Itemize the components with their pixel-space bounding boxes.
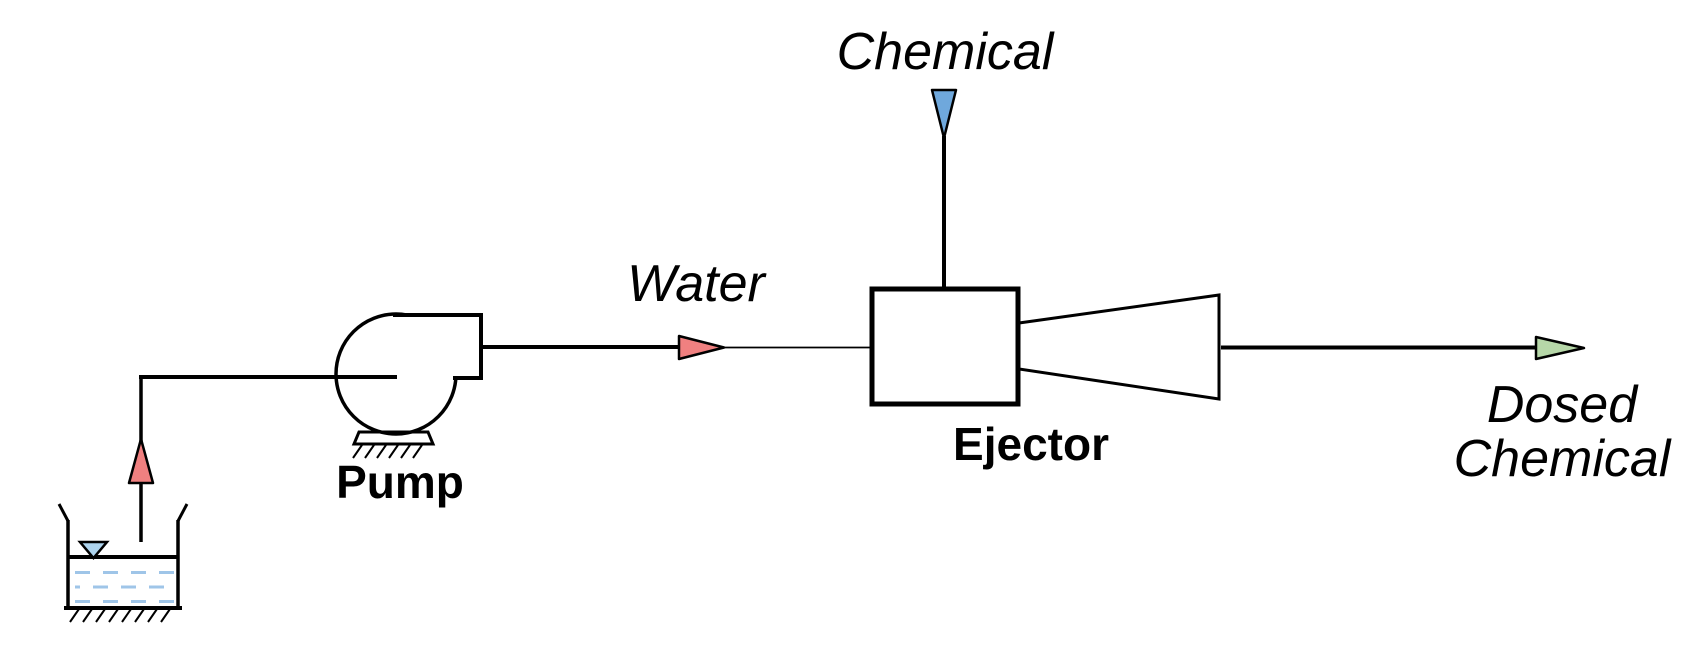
water-flow-arrow-icon: [677, 334, 726, 361]
dosed-chemical-flow-arrow-icon: [1534, 335, 1586, 361]
water-label: Water: [627, 255, 765, 313]
pump-support: [351, 430, 436, 446]
ejector-diffuser: [1017, 293, 1221, 401]
chemical-label: Chemical: [836, 23, 1054, 81]
pump-label: Pump: [336, 456, 464, 508]
tank-rim-flare-right: [176, 503, 189, 522]
chemical-flow-arrow-icon: [930, 88, 958, 140]
water-tank: [57, 503, 189, 623]
ejector-label: Ejector: [953, 418, 1109, 470]
centrifugal-pump: [334, 312, 483, 459]
ejector: [869, 286, 1221, 407]
suction-flow-arrow-icon: [127, 437, 155, 485]
tank-ground-hatching: [69, 608, 171, 623]
water-level-indicator-icon: [77, 540, 110, 560]
dosed-chemical-label: Dosed Chemical: [1454, 378, 1671, 486]
ejector-body: [869, 286, 1021, 407]
tank-rim-flare-left: [57, 503, 70, 522]
pump-support-hatching: [352, 444, 423, 459]
dosed-chemical-label-line2: Chemical: [1453, 430, 1671, 488]
dosed-chemical-label-line1: Dosed: [1486, 376, 1638, 434]
